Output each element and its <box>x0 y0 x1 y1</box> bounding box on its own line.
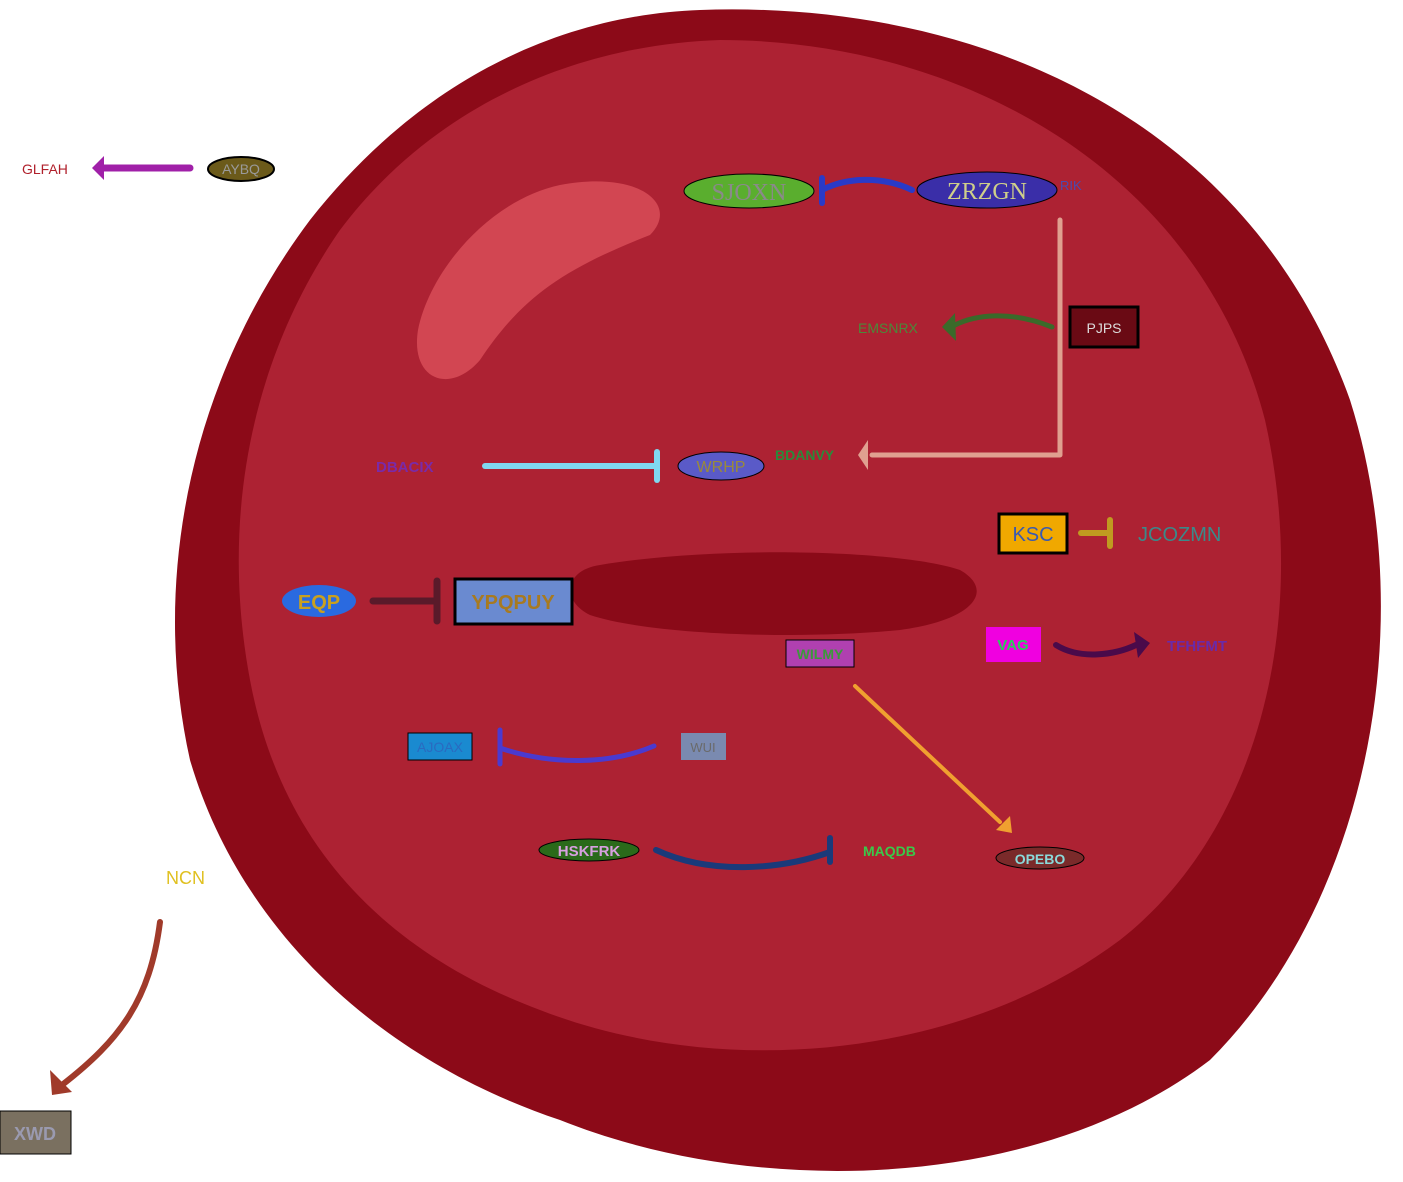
node-glfah: GLFAH <box>22 161 68 177</box>
node-wui-label: WUI <box>690 740 715 755</box>
edge-pjps-emsnrx-head <box>942 313 956 341</box>
node-wui: WUI <box>681 733 726 760</box>
edge-vag-tfhfmt <box>1053 642 1139 658</box>
node-pjps: PJPS <box>1068 305 1140 349</box>
node-emsnrx: EMSNRX <box>858 320 919 336</box>
node-wilmy-label: WILMY <box>797 646 844 662</box>
edge-pjps-emsnrx <box>952 313 1055 330</box>
node-hskfrk: HSKFRK <box>538 838 640 862</box>
edge-aybq-glfah-head <box>92 156 104 180</box>
node-jcozmn: JCOZMN <box>1138 524 1221 546</box>
node-aybq-label: AYBQ <box>222 161 260 177</box>
node-hskfrk-label: HSKFRK <box>558 843 621 860</box>
node-ksc: KSC <box>997 512 1069 555</box>
node-bdanvy: BDANVY <box>775 447 835 463</box>
node-ksc-label: KSC <box>1012 524 1053 546</box>
nodes: GLFAH AYBQ SJOXN ZRZGN RIK EMSNRX PJPS D… <box>0 156 1227 1155</box>
edge-ncn-xwd-head <box>50 1070 72 1095</box>
node-vag-label: VAG <box>997 637 1028 654</box>
edge-vag-tfhfmt-head <box>1134 632 1150 658</box>
node-ncn: NCN <box>166 868 205 888</box>
edge-wilmy-opebo-head <box>996 816 1012 833</box>
node-sjoxn: SJOXN <box>683 173 815 209</box>
node-fragment-label: RIK <box>1060 178 1082 193</box>
node-ajoax: AJOAX <box>407 732 473 761</box>
node-wilmy: WILMY <box>785 639 855 668</box>
node-opebo: OPEBO <box>995 846 1085 870</box>
node-ypqpuy-label: YPQPUY <box>471 592 555 614</box>
node-xwd: XWD <box>0 1110 72 1155</box>
edge-wilmy-opebo <box>853 684 1002 824</box>
node-sjoxn-label: SJOXN <box>712 180 787 206</box>
node-opebo-label: OPEBO <box>1015 851 1066 867</box>
edge-wui-ajoax <box>497 743 657 763</box>
edge-hskfrk-maqdb <box>653 847 833 871</box>
node-ajoax-label: AJOAX <box>417 739 464 755</box>
node-wrhp-label: WRHP <box>697 459 746 476</box>
edge-zrzgn-bdanvy-head <box>858 440 868 470</box>
node-ypqpuy: YPQPUY <box>453 577 574 626</box>
node-vag: VAG <box>986 627 1041 662</box>
node-wrhp: WRHP <box>677 451 765 481</box>
organelle-highlight <box>416 181 660 380</box>
node-zrzgn-label: ZRZGN <box>947 179 1027 205</box>
edge-zrzgn-bdanvy <box>869 217 1063 458</box>
node-eqp: EQP <box>282 585 356 617</box>
node-xwd-label: XWD <box>14 1124 56 1144</box>
cell <box>175 9 1381 1171</box>
edge-ncn-xwd <box>59 919 163 1088</box>
nucleus-band <box>570 552 977 635</box>
node-maqdb: MAQDB <box>863 843 916 859</box>
node-pjps-label: PJPS <box>1086 320 1121 336</box>
node-zrzgn: ZRZGN <box>916 171 1058 209</box>
node-eqp-label: EQP <box>298 592 340 614</box>
node-aybq: AYBQ <box>207 156 275 182</box>
edges <box>50 156 1150 1095</box>
node-dbacix: DBACIX <box>376 459 434 476</box>
node-tfhfmt: TFHFMT <box>1167 638 1227 655</box>
edge-zrzgn-sjoxn <box>819 176 915 193</box>
